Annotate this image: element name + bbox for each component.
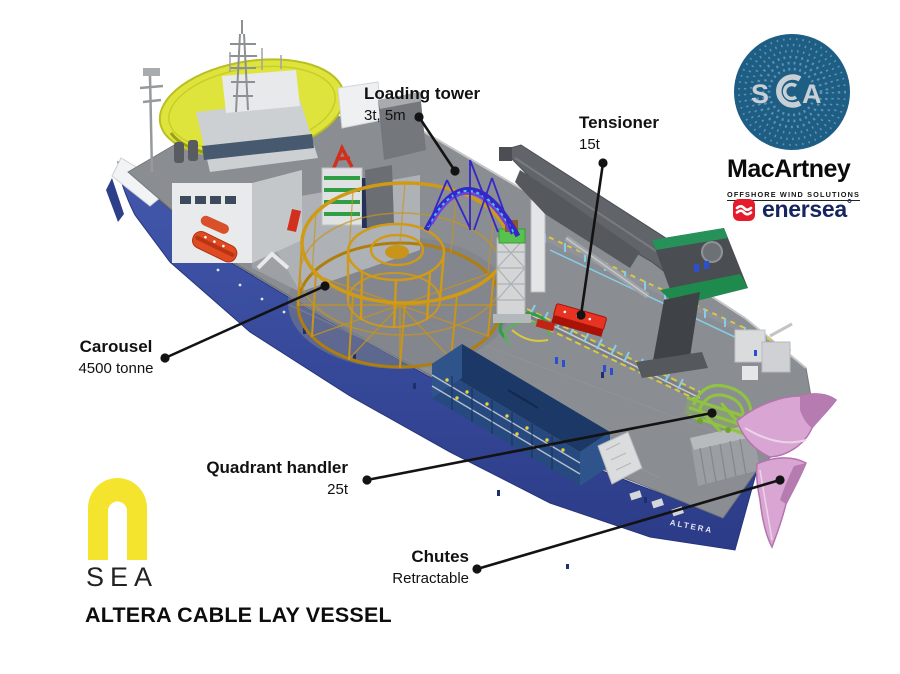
annotation-detail: 15t [579,135,600,153]
annotation-loading-tower: Loading tower 3t, 5m [364,84,480,124]
annotation-tensioner: Tensioner 15t [579,113,659,153]
crane [499,144,748,378]
quadrant-handler-leader [362,408,717,485]
macartney-wordmark: MacArtney [727,155,851,183]
annotation-label: Quadrant handler [206,458,348,477]
red-davit [287,209,301,232]
annotation-label: Loading tower [364,84,481,103]
macartney-tagline: OFFSHORE WIND SOLUTIONS [727,190,861,201]
loading-tower-structure [423,159,531,323]
superstructure [139,20,426,292]
lifeboat [192,231,238,263]
annotation-detail: 4500 tonne [78,359,154,377]
loading-tower-leader [414,112,460,176]
bow-stem [106,178,124,222]
enersea-degree-mark: ° [846,196,852,211]
annotation-quadrant-handler: Quadrant handler 25t [206,458,348,498]
scca-letter-a: A [802,79,822,109]
annotation-carousel: Carousel 4500 tonne [66,337,166,377]
tensioner-leader [576,158,608,320]
nsea-arch-logo [88,478,147,560]
enersea-wave-icon [733,198,755,221]
macartney-logo: MacArtney OFFSHORE WIND SOLUTIONS [727,155,877,202]
scca-outer-c [776,74,802,108]
nsea-wordmark: SEA [86,562,159,592]
enersea-wordmark: enersea° [762,196,852,222]
fore-mast [139,68,164,173]
annotation-detail: 3t, 5m [364,106,406,124]
scca-inner-c [782,82,798,101]
leader-lines [160,112,785,574]
scca-letter-s: S [751,79,769,109]
main-mast [229,20,257,113]
annotation-detail: Retractable [392,569,469,587]
carousel-leader [160,281,330,363]
enersea-logo: enersea° [733,196,852,223]
annotation-detail: 25t [327,480,348,498]
scca-logo: S A [734,34,850,150]
annotation-label: Tensioner [579,113,659,132]
annotation-chutes: Chutes Retractable [368,547,469,587]
red-aframe [331,143,354,171]
annotation-label: Carousel [79,337,153,356]
page-title: ALTERA CABLE LAY VESSEL [85,603,392,627]
chutes-structure [736,393,838,549]
chutes-leader [472,475,785,574]
annotation-label: Chutes [411,547,469,566]
